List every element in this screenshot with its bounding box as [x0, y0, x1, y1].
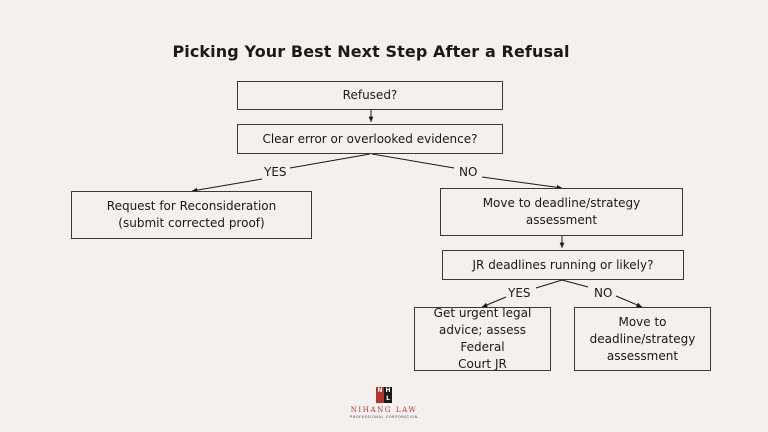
logo-mark-icon: N H L	[376, 387, 392, 403]
logo-subtitle: PROFESSIONAL CORPORATION	[350, 415, 418, 419]
arrow-no-to-deadline-assessment	[481, 176, 563, 190]
arrow-no-segment-1	[371, 153, 455, 169]
node-jr-deadlines-label: JR deadlines running or likely?	[472, 257, 654, 272]
node-reconsideration-label: Request for Reconsideration (submit corr…	[106, 199, 277, 230]
arrow-yes-segment-1	[289, 153, 371, 169]
node-reconsideration: Request for Reconsideration (submit corr…	[71, 191, 312, 239]
logo-mark-cell-4: L	[384, 395, 392, 403]
node-urgent-advice: Get urgent legal advice; assess Federal …	[414, 306, 551, 371]
arrow-yes-to-reconsideration	[191, 178, 263, 193]
logo-name: NIHANG LAW	[350, 406, 418, 414]
logo-mark-cell-3	[376, 395, 384, 403]
node-clear-error: Clear error or overlooked evidence?	[237, 124, 503, 154]
arrow-yes2-to-urgent-advice	[481, 296, 507, 308]
diagram-title: Picking Your Best Next Step After a Refu…	[172, 42, 570, 61]
node-deadline-assessment: Move to deadline/strategy assessment	[440, 188, 683, 236]
logo-mark-cell-2: H	[384, 387, 392, 395]
arrow-yes2-segment-1	[535, 279, 563, 289]
arrow-no2-to-assessment-2	[615, 295, 643, 308]
node-deadline-assessment-2-label: Move to deadline/strategy assessment	[589, 314, 696, 363]
node-refused-label: Refused?	[342, 88, 398, 102]
node-refused: Refused?	[237, 81, 503, 110]
node-urgent-advice-label: Get urgent legal advice; assess Federal …	[433, 306, 532, 371]
edge-label-yes: YES	[264, 165, 287, 179]
arrow-no2-segment-1	[561, 279, 589, 288]
nihang-law-logo: N H L NIHANG LAW PROFESSIONAL CORPORATIO…	[339, 387, 429, 423]
edge-label-no: NO	[459, 165, 478, 179]
node-deadline-assessment-label: Move to deadline/strategy assessment	[482, 196, 641, 227]
node-clear-error-label: Clear error or overlooked evidence?	[262, 131, 478, 146]
logo-mark-cell-1: N	[376, 387, 384, 395]
edge-label-no-2: NO	[594, 286, 613, 300]
node-deadline-assessment-2: Move to deadline/strategy assessment	[574, 307, 711, 371]
edge-label-yes-2: YES	[508, 286, 531, 300]
node-jr-deadlines: JR deadlines running or likely?	[442, 250, 684, 280]
